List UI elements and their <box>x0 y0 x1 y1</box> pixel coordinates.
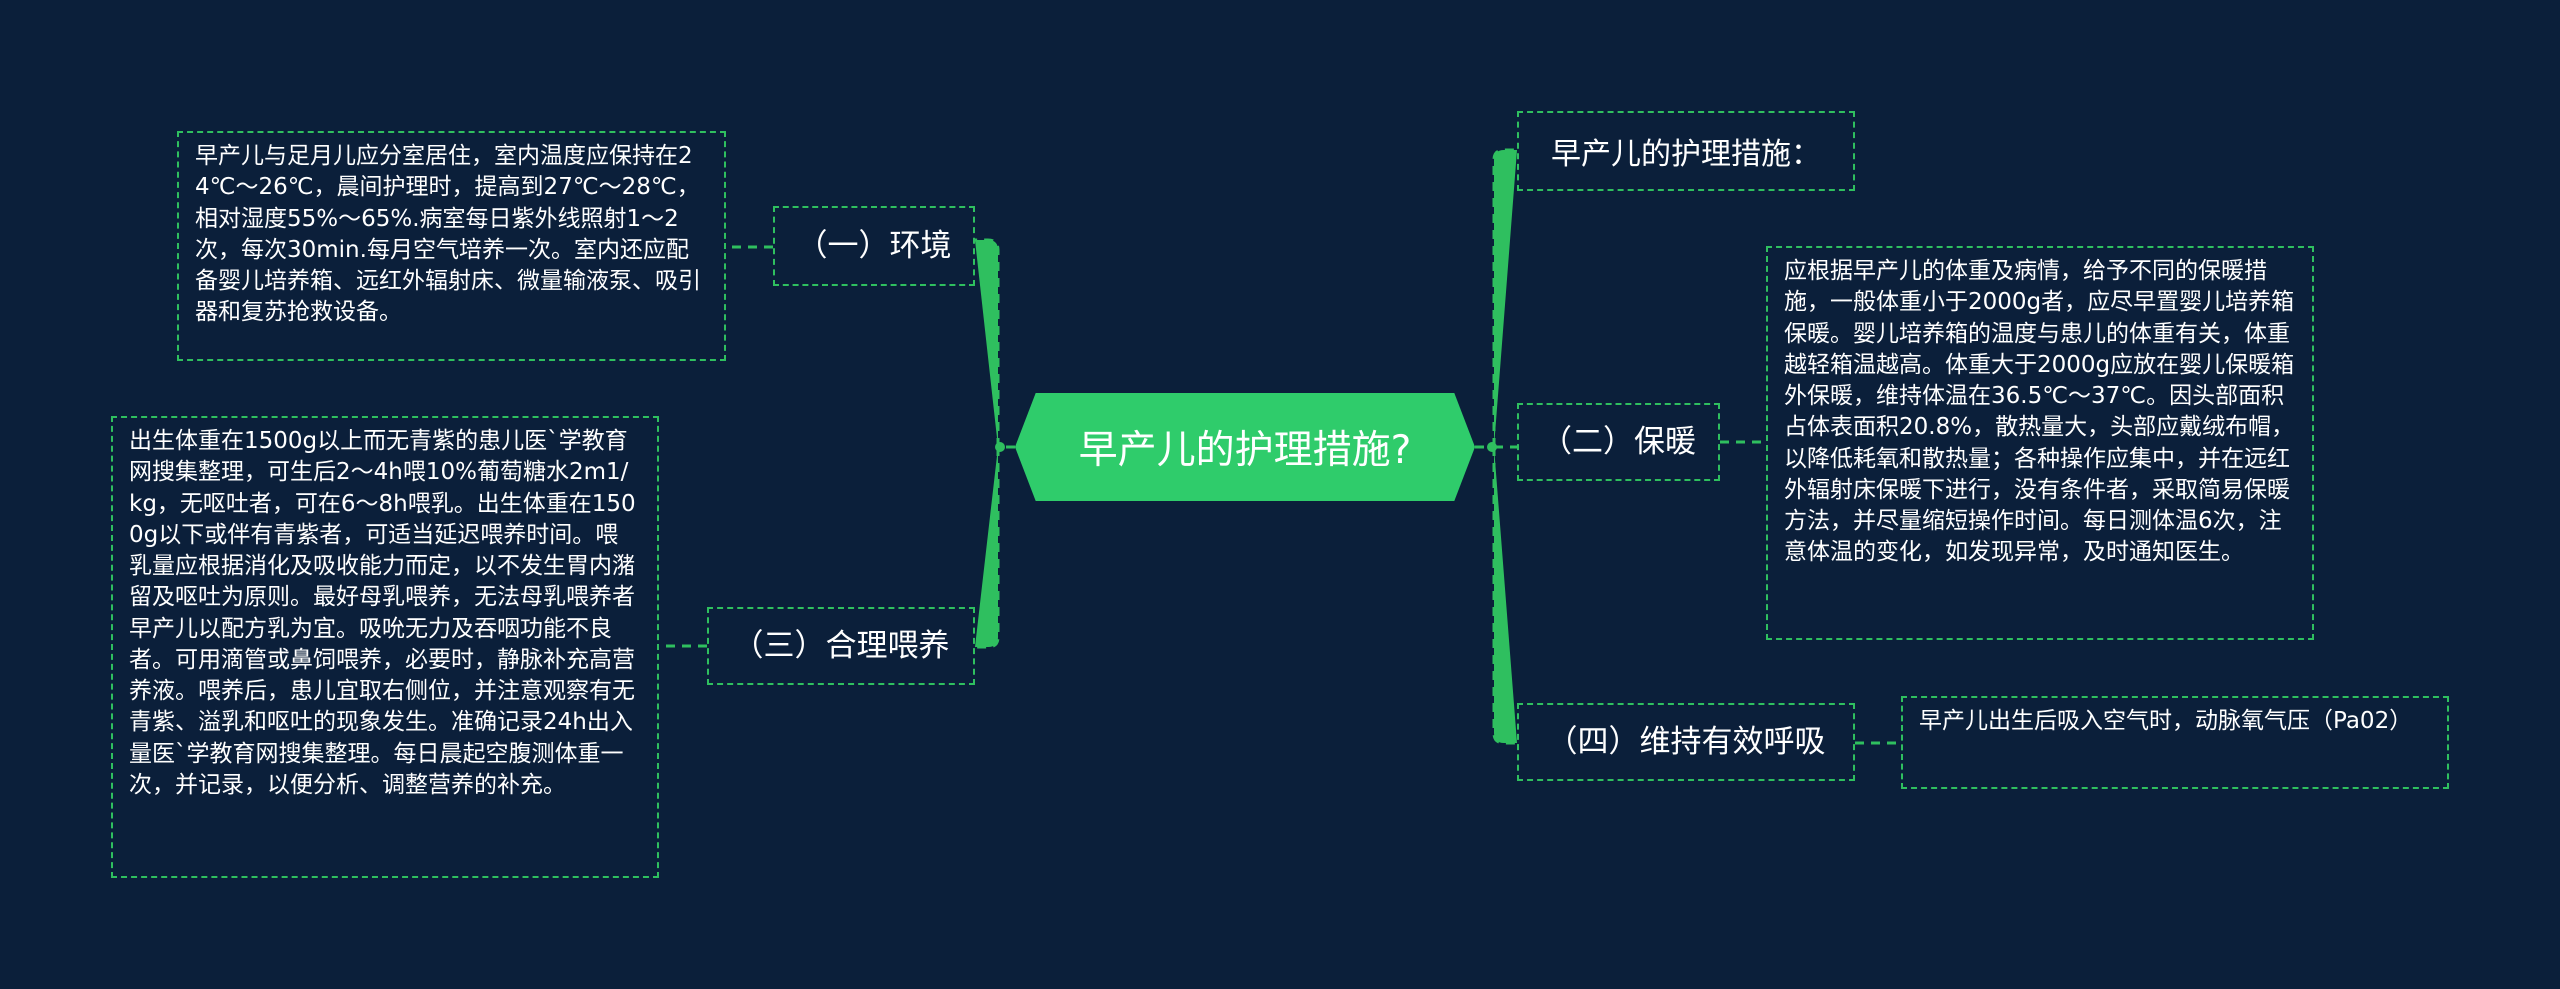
branch-environment[interactable]: （一）环境 <box>773 206 975 286</box>
connector-right-trunk <box>1492 148 1517 745</box>
branch-environment-label: （一）环境 <box>796 227 952 264</box>
branch-breathing[interactable]: （四）维持有效呼吸 <box>1517 703 1855 781</box>
detail-feeding-text: 出生体重在1500g以上而无青紫的患儿医`学教育网搜集整理，可生后2～4h喂10… <box>129 428 636 798</box>
detail-feeding[interactable]: 出生体重在1500g以上而无青紫的患儿医`学教育网搜集整理，可生后2～4h喂10… <box>111 416 659 878</box>
detail-breathing[interactable]: 早产儿出生后吸入空气时，动脉氧气压（Pa02） <box>1901 696 2449 789</box>
branch-feeding[interactable]: （三）合理喂养 <box>707 607 975 685</box>
connector-dot-root-left <box>995 442 1005 452</box>
detail-environment[interactable]: 早产儿与足月儿应分室居住，室内温度应保持在24℃～26℃，晨间护理时，提高到27… <box>177 131 726 361</box>
intro-label: 早产儿的护理措施： <box>1551 137 1821 172</box>
connector-dot-root-right <box>1487 442 1497 452</box>
connector-left-trunk <box>975 238 1000 649</box>
detail-breathing-text: 早产儿出生后吸入空气时，动脉氧气压（Pa02） <box>1919 708 2413 734</box>
detail-environment-text: 早产儿与足月儿应分室居住，室内温度应保持在24℃～26℃，晨间护理时，提高到27… <box>195 143 701 326</box>
branch-breathing-label: （四）维持有效呼吸 <box>1546 723 1826 760</box>
branch-feeding-label: （三）合理喂养 <box>732 627 950 664</box>
detail-warmth[interactable]: 应根据早产儿的体重及病情，给予不同的保暖措施，一般体重小于2000g者，应尽早置… <box>1766 246 2314 640</box>
intro-node[interactable]: 早产儿的护理措施： <box>1517 111 1855 191</box>
branch-warmth[interactable]: （二）保暖 <box>1517 403 1720 481</box>
detail-warmth-text: 应根据早产儿的体重及病情，给予不同的保暖措施，一般体重小于2000g者，应尽早置… <box>1784 258 2295 566</box>
central-topic-label: 早产儿的护理措施? <box>1078 428 1412 473</box>
central-topic[interactable]: 早产儿的护理措施? <box>1015 393 1475 501</box>
branch-warmth-label: （二）保暖 <box>1541 423 1696 460</box>
